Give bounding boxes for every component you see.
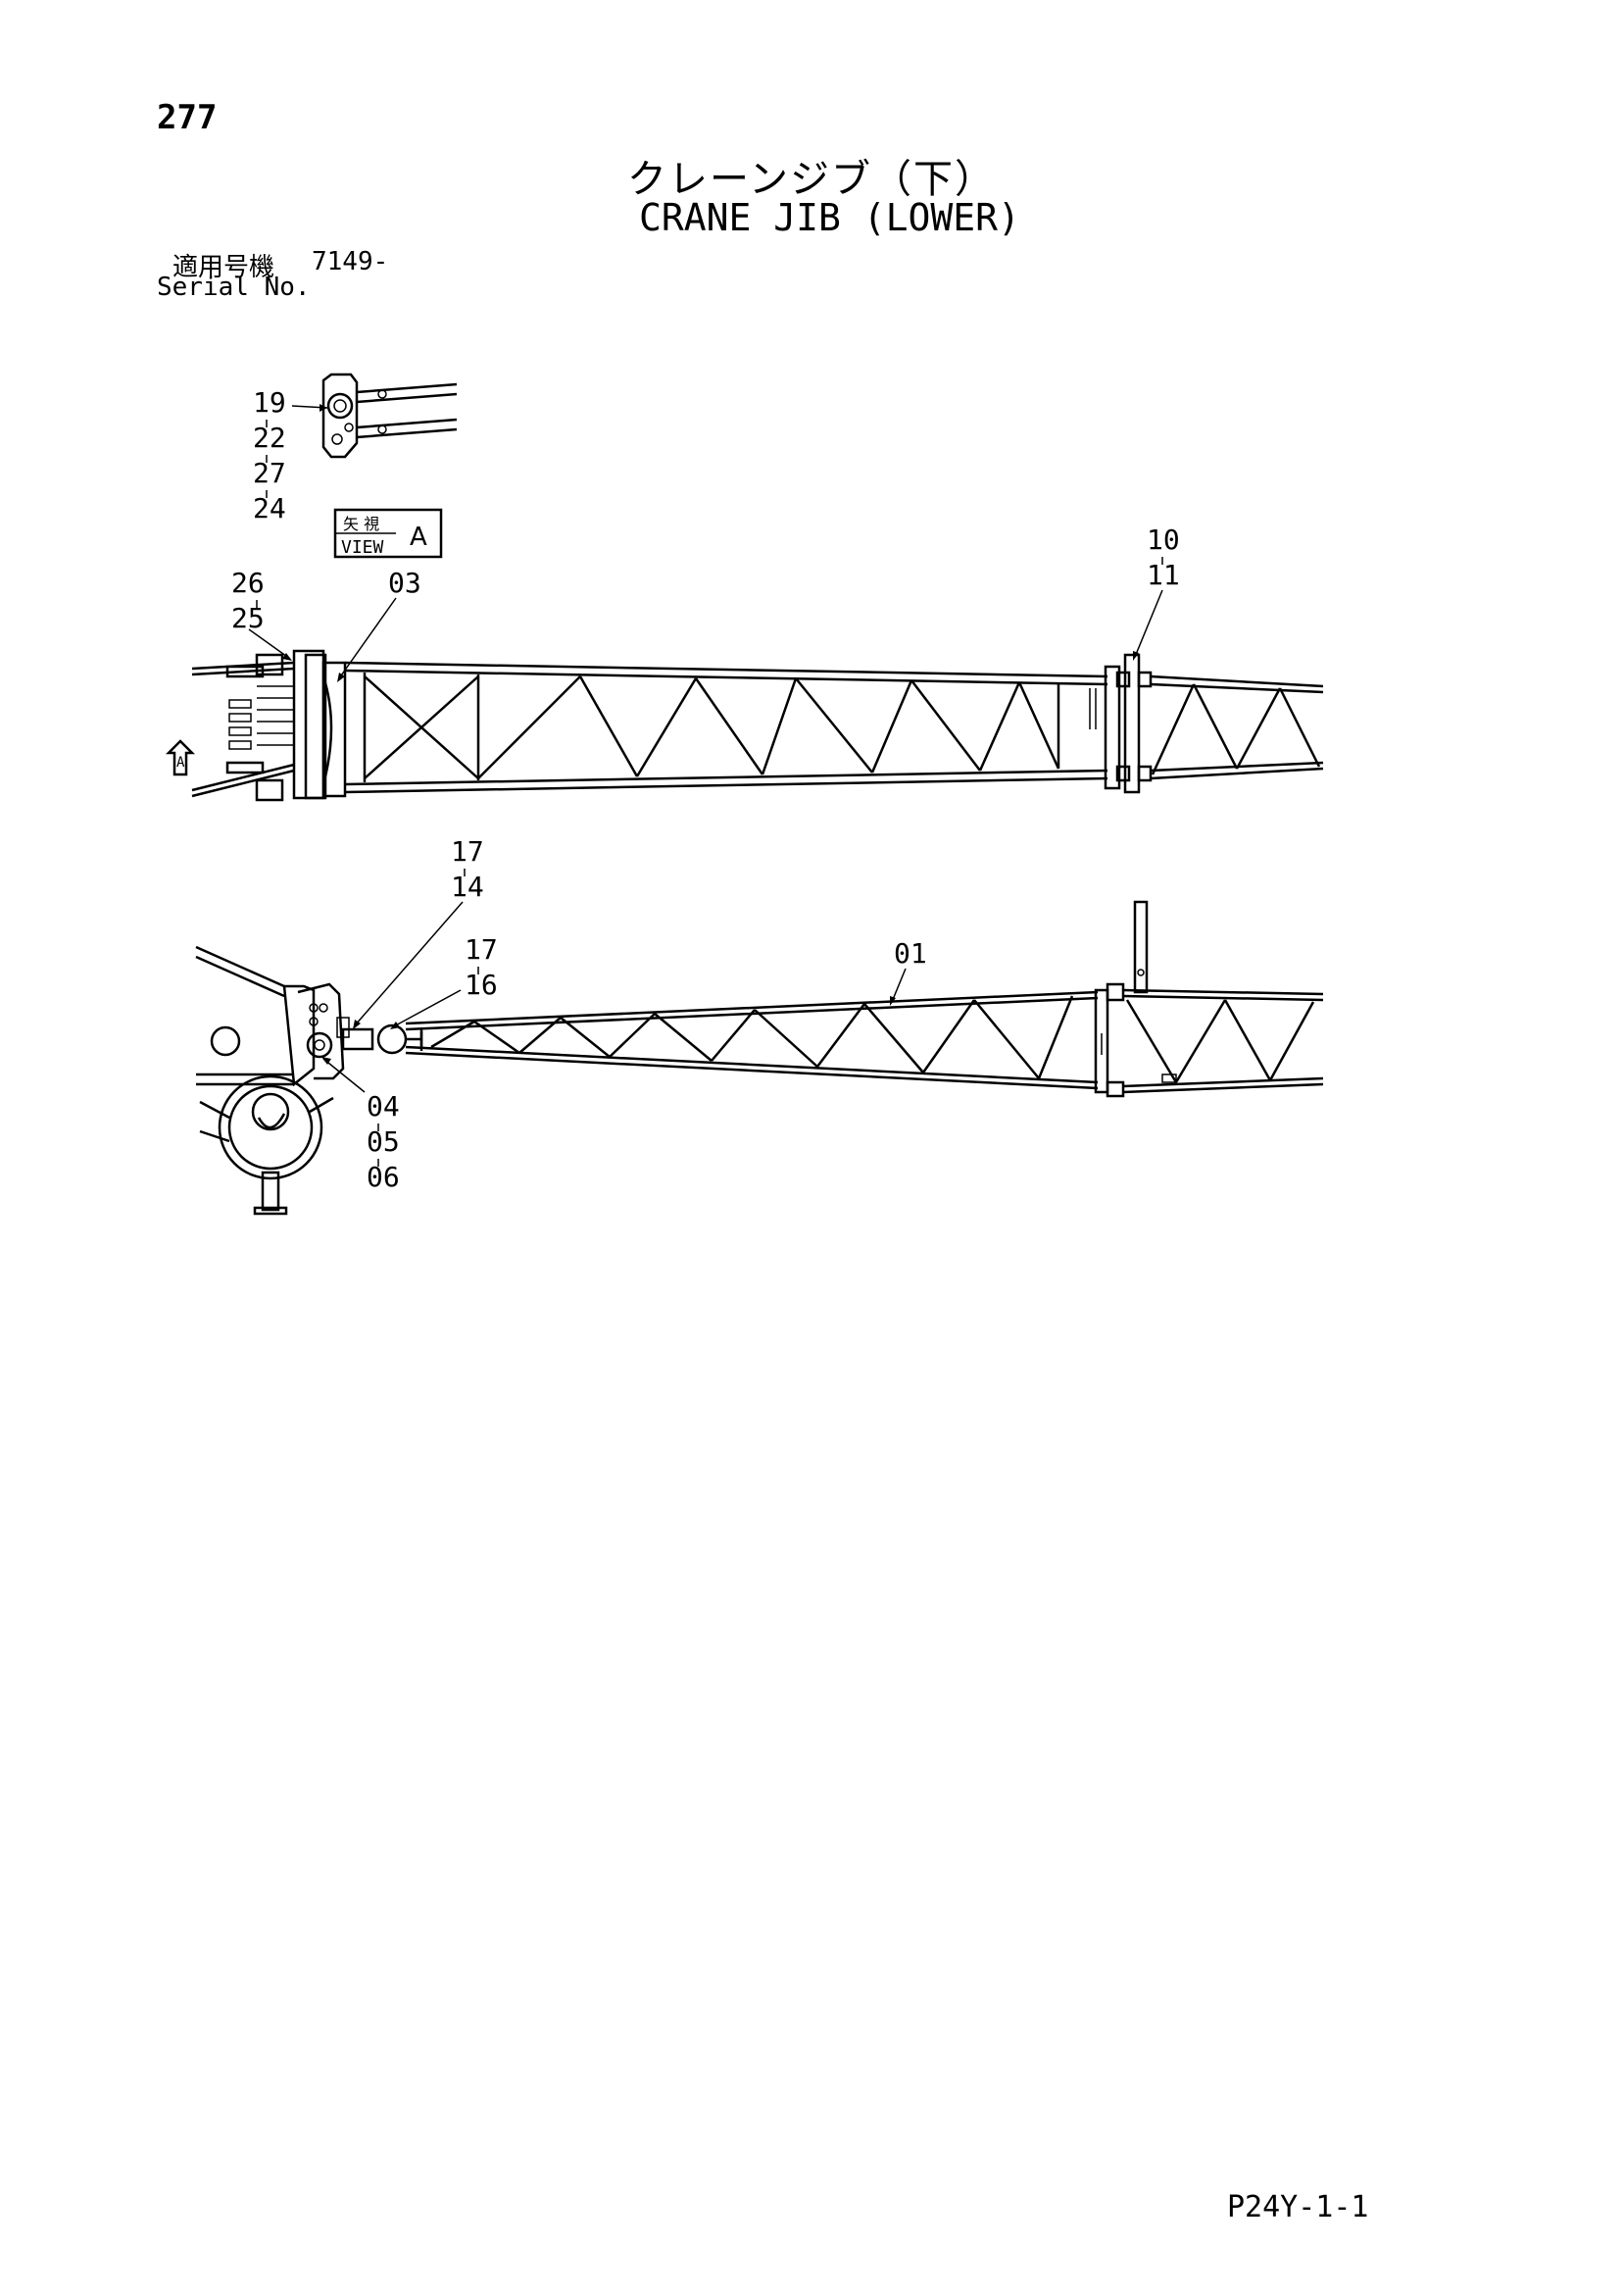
callout-19: 19 [253, 386, 286, 419]
view-label-japanese: 矢 視 [343, 515, 379, 533]
view-arrow-letter: A [176, 755, 185, 771]
callout-10: 10 [1147, 524, 1180, 556]
callout-25: 25 [231, 602, 265, 634]
callout-24: 24 [253, 492, 286, 524]
callout-17-b: 17 [465, 933, 498, 966]
callout-16: 16 [465, 969, 498, 1001]
serial-label-english: Serial No. [157, 273, 311, 302]
page-code: P24Y-1-1 [1227, 2190, 1369, 2224]
callout-05: 05 [367, 1125, 400, 1158]
page-title-japanese: クレーンジブ（下） [627, 157, 996, 202]
page-title-english: CRANE JIB (LOWER) [639, 196, 1020, 239]
serial-label-japanese: 適用号機 [172, 253, 275, 282]
view-a-label-box: 矢 視 VIEW A [333, 508, 443, 559]
serial-number-value: 7149- [312, 247, 389, 276]
callout-17-a: 17 [451, 835, 484, 868]
page-number: 277 [157, 98, 218, 137]
jib-side-view [195, 900, 1324, 1216]
callout-06: 06 [367, 1161, 400, 1193]
callout-27: 27 [253, 457, 286, 489]
view-a-detail [291, 373, 458, 459]
jib-plan-view: A [165, 649, 1324, 802]
callout-01: 01 [894, 937, 927, 970]
callout-26: 26 [231, 567, 265, 599]
callout-03: 03 [388, 567, 421, 599]
view-label-english: VIEW [341, 537, 384, 558]
callout-14: 14 [451, 871, 484, 903]
callout-04: 04 [367, 1090, 400, 1123]
view-label-letter: A [410, 523, 427, 552]
callout-11: 11 [1147, 559, 1180, 591]
callout-22: 22 [253, 422, 286, 454]
